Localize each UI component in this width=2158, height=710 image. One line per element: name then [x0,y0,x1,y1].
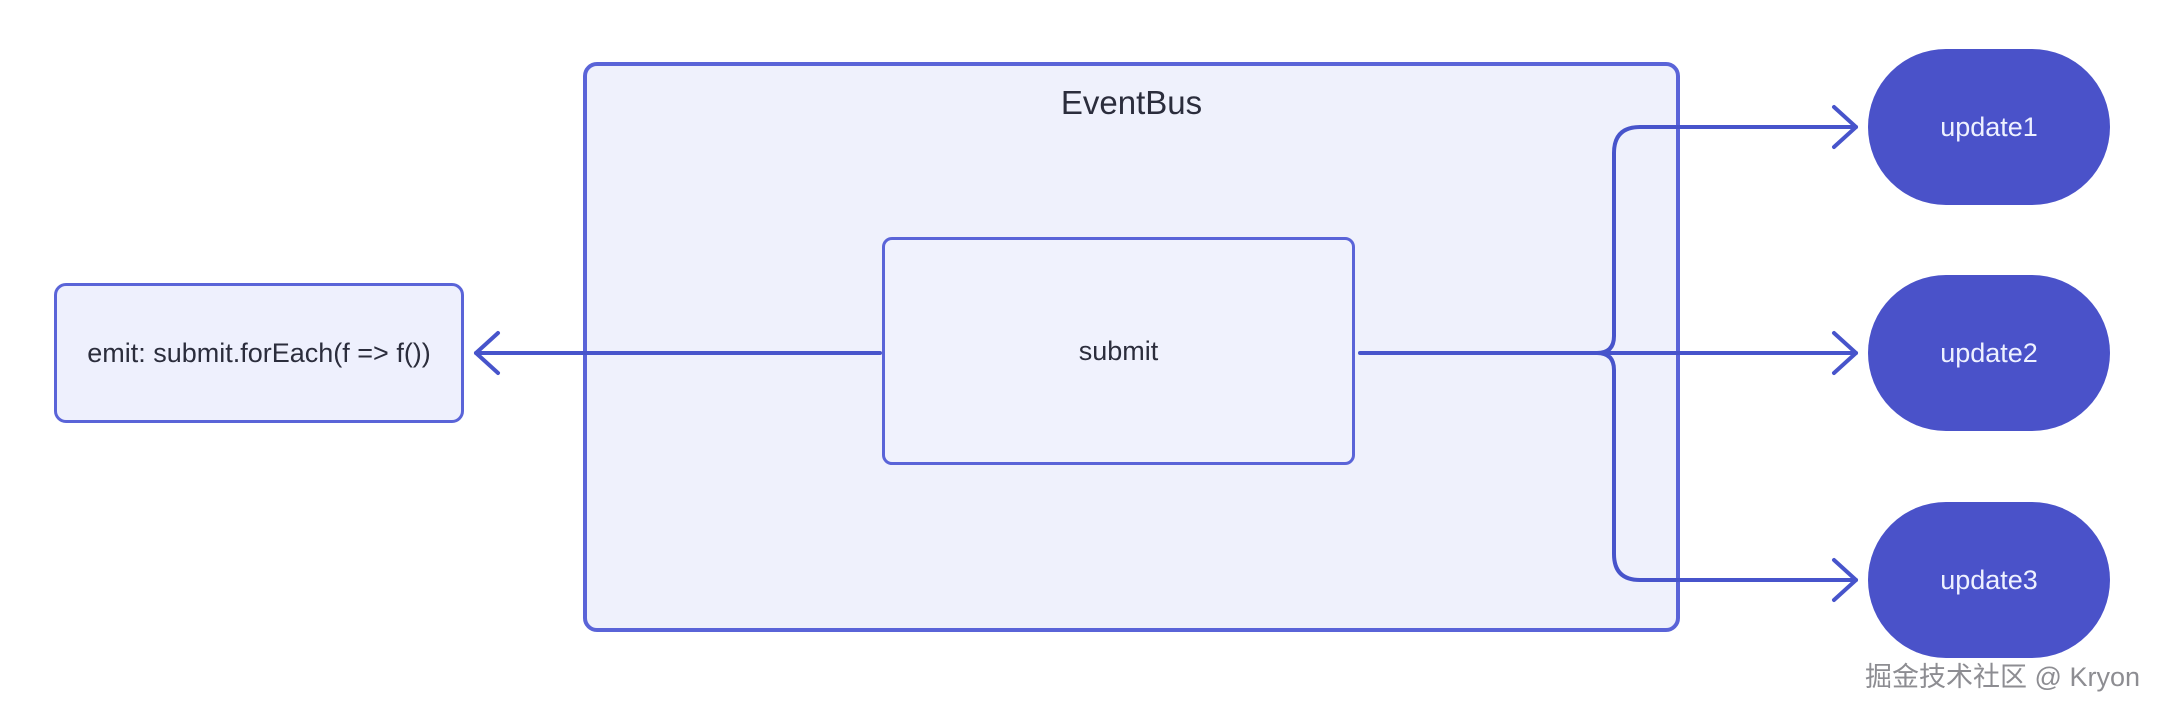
subscriber-label-update2: update2 [1940,337,2038,368]
subscriber-node-update3: update3 [1868,502,2110,658]
arrowhead-update2-icon [1832,331,1858,375]
watermark: 掘金技术社区 @ Kryon [1865,662,2140,692]
submit-node: submit [882,237,1355,465]
subscriber-node-update2: update2 [1868,275,2110,431]
arrowhead-update3-icon [1832,558,1858,602]
submit-node-label: submit [1078,335,1159,366]
arrowhead-update1-icon [1832,105,1858,149]
subscriber-label-update3: update3 [1940,564,2038,595]
emit-callback-label: emit: submit.forEach(f => f()) [87,337,431,368]
subscriber-node-update1: update1 [1868,49,2110,205]
emit-callback-node: emit: submit.forEach(f => f()) [54,283,464,423]
eventbus-title: EventBus [1060,84,1203,121]
subscriber-label-update1: update1 [1940,111,2038,142]
arrowhead-left-icon [474,331,500,375]
